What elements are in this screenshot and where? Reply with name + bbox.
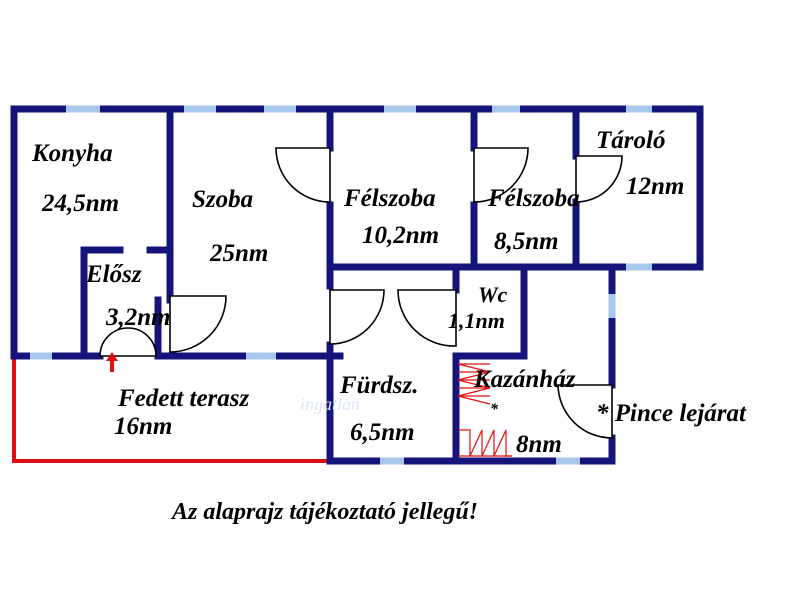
room-wc-name: Wc: [478, 282, 508, 307]
room-szoba-name: Szoba: [192, 186, 253, 213]
walls: [10, 105, 704, 465]
room-eloszoba-area: 3,2nm: [105, 304, 171, 331]
entrance-arrow-icon: [106, 352, 118, 372]
room-konyha-area: 24,5nm: [41, 190, 119, 217]
room-furdo-area: 6,5nm: [350, 419, 415, 446]
room-felszoba-1-name: Félszoba: [343, 185, 436, 212]
plan-caption: Az alaprajz tájékoztató jellegű!: [170, 499, 478, 525]
door-eloszoba-szoba: [169, 295, 227, 353]
room-furdo-name: Fürdsz.: [339, 372, 419, 399]
room-szoba-area: 25nm: [209, 240, 268, 267]
stair-marker: *: [490, 401, 499, 418]
room-wc-area: 1,1nm: [448, 308, 505, 333]
windows: [30, 105, 652, 465]
room-terasz-name: Fedett terasz: [117, 385, 250, 412]
door-szoba-furdo: [329, 289, 385, 345]
stairs: [457, 363, 512, 457]
room-kazanhaz-area: 8nm: [516, 431, 562, 458]
room-felszoba-2-name: Félszoba: [487, 185, 580, 212]
room-eloszoba-name: Elősz: [85, 261, 142, 288]
terrace-outline: [12, 358, 330, 463]
door-szoba-felszoba: [275, 147, 331, 203]
room-tarolo-name: Tároló: [596, 127, 665, 154]
door-felszoba-felszoba: [473, 147, 529, 203]
room-felszoba-1-area: 10,2nm: [362, 222, 439, 249]
watermark: ingatlan: [300, 394, 360, 414]
door-felszoba-tarolo: [575, 155, 623, 203]
door-entrance: [99, 327, 157, 357]
room-konyha-name: Konyha: [31, 140, 113, 167]
doors: [99, 147, 623, 439]
room-tarolo-area: 12nm: [626, 173, 684, 200]
room-felszoba-2-area: 8,5nm: [494, 228, 559, 255]
pince-note: * Pince lejárat: [596, 400, 747, 427]
room-kazanhaz-name: Kazánház: [473, 366, 576, 393]
door-pince: [557, 384, 613, 439]
room-terasz-area: 16nm: [114, 413, 172, 440]
door-wc: [397, 289, 457, 347]
